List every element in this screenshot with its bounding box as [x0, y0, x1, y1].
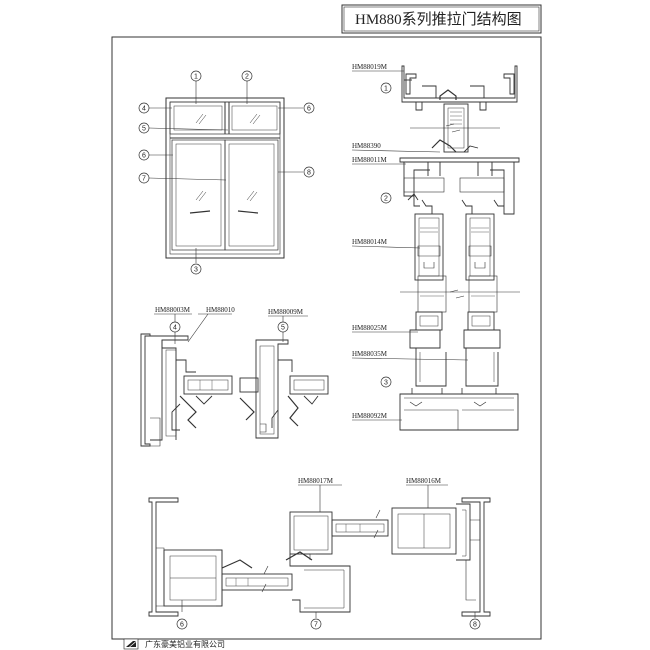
label-hm88017m: HM88017M [298, 477, 334, 485]
elevation-callout-3: 3 [194, 267, 198, 274]
section-callout-6: 6 [180, 622, 184, 629]
label-hm88016m: HM88016M [406, 477, 442, 485]
bottom-section [148, 497, 491, 617]
label-hm88025m: HM88025M [352, 324, 388, 332]
interlock-section-5 [239, 339, 329, 439]
callout-circles [138, 70, 481, 630]
vertical-section [399, 65, 520, 431]
elevation-callout-6: 6 [307, 106, 311, 113]
company-name: 广东豪美铝业有限公司 [145, 639, 225, 649]
jamb-section-4 [140, 333, 233, 447]
label-hm88035m: HM88035M [352, 350, 388, 358]
elevation-callout-4: 4 [142, 106, 146, 113]
label-hm88019m: HM88019M [352, 63, 388, 71]
section-callout-1: 1 [384, 86, 388, 93]
elevation-callout-6b: 6 [142, 153, 146, 160]
label-hm88010: HM88010 [206, 306, 235, 314]
elevation-callout-8: 8 [307, 170, 311, 177]
label-hm88390: HM88390 [352, 142, 381, 150]
label-hm88011m: HM88011M [352, 156, 388, 164]
label-hm88009m: HM88009M [268, 308, 304, 316]
window-elevation [165, 97, 285, 259]
label-hm88092m: HM88092M [352, 412, 388, 420]
section-callout-7: 7 [314, 622, 318, 629]
label-hm88003m: HM88003M [155, 306, 191, 314]
drawing-frame [111, 36, 542, 640]
left-sections-leaders [154, 313, 308, 344]
section-callout-8: 8 [473, 622, 477, 629]
profile-labels: HM88019M HM88390 HM88011M HM88014M HM880… [155, 63, 442, 485]
callout-numbers: 1 2 3 4 5 6 7 8 6 1 2 3 4 5 6 7 8 [142, 74, 477, 629]
bottom-section-leaders [181, 484, 476, 618]
elevation-callout-2: 2 [245, 74, 249, 81]
vertical-section-leaders [351, 70, 469, 421]
elevation-leaders [148, 81, 303, 263]
elevation-callout-7: 7 [142, 176, 146, 183]
title-block: HM880系列推拉门结构图 [341, 4, 542, 34]
section-callout-5: 5 [281, 325, 285, 332]
footer-block: 广东豪美铝业有限公司 [112, 638, 541, 650]
section-callout-2: 2 [384, 196, 388, 203]
elevation-callout-5: 5 [142, 126, 146, 133]
section-callout-3: 3 [384, 380, 388, 387]
drawing-title: HM880系列推拉门结构图 [355, 11, 522, 28]
company-logo-icon [123, 638, 139, 650]
section-callout-4: 4 [173, 325, 177, 332]
elevation-callout-1: 1 [194, 74, 198, 81]
label-hm88014m: HM88014M [352, 238, 388, 246]
